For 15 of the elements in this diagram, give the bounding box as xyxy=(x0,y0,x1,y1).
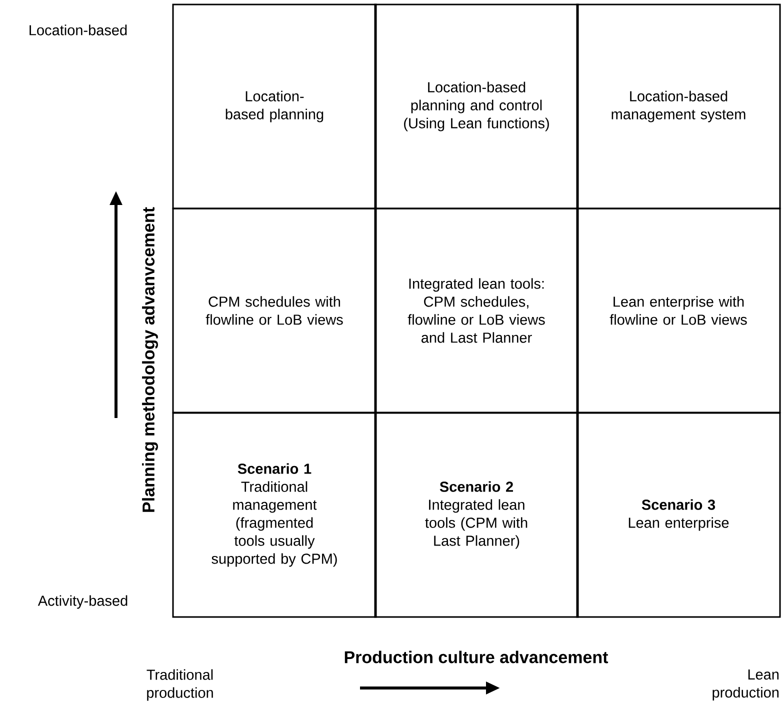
axis-end-label: Activity-based xyxy=(38,595,128,609)
axis-end-label: Lean production xyxy=(712,670,779,700)
grid-cell: Location-based management system xyxy=(576,4,781,210)
grid-cell: CPM schedules with flowline or LoB views xyxy=(172,208,377,414)
grid-cell: Scenario 2 Integrated lean tools (CPM with Last Planner) xyxy=(374,412,579,618)
axis-title: Planning methodology advanvcement xyxy=(142,207,158,512)
grid-cell: Scenario 1 Traditional management (fragmented tools usually supported by CPM) xyxy=(172,412,377,618)
grid-cell: Location-based planning and control (Using Lean functions) xyxy=(374,4,579,210)
axis-title: Production culture advancement xyxy=(344,650,608,664)
axis-end-label: Location-based xyxy=(30,24,127,36)
axis-end-label: Traditional production xyxy=(146,669,213,701)
grid-cell: Lean enterprise with flowline or LoB views xyxy=(576,208,781,414)
grid-cell: Location-based planning xyxy=(172,4,377,210)
grid-cell: Integrated lean tools: CPM schedules, flowline or LoB views and Last Planner xyxy=(374,208,579,414)
grid-cell: Scenario 3 Lean enterprise xyxy=(576,412,781,618)
